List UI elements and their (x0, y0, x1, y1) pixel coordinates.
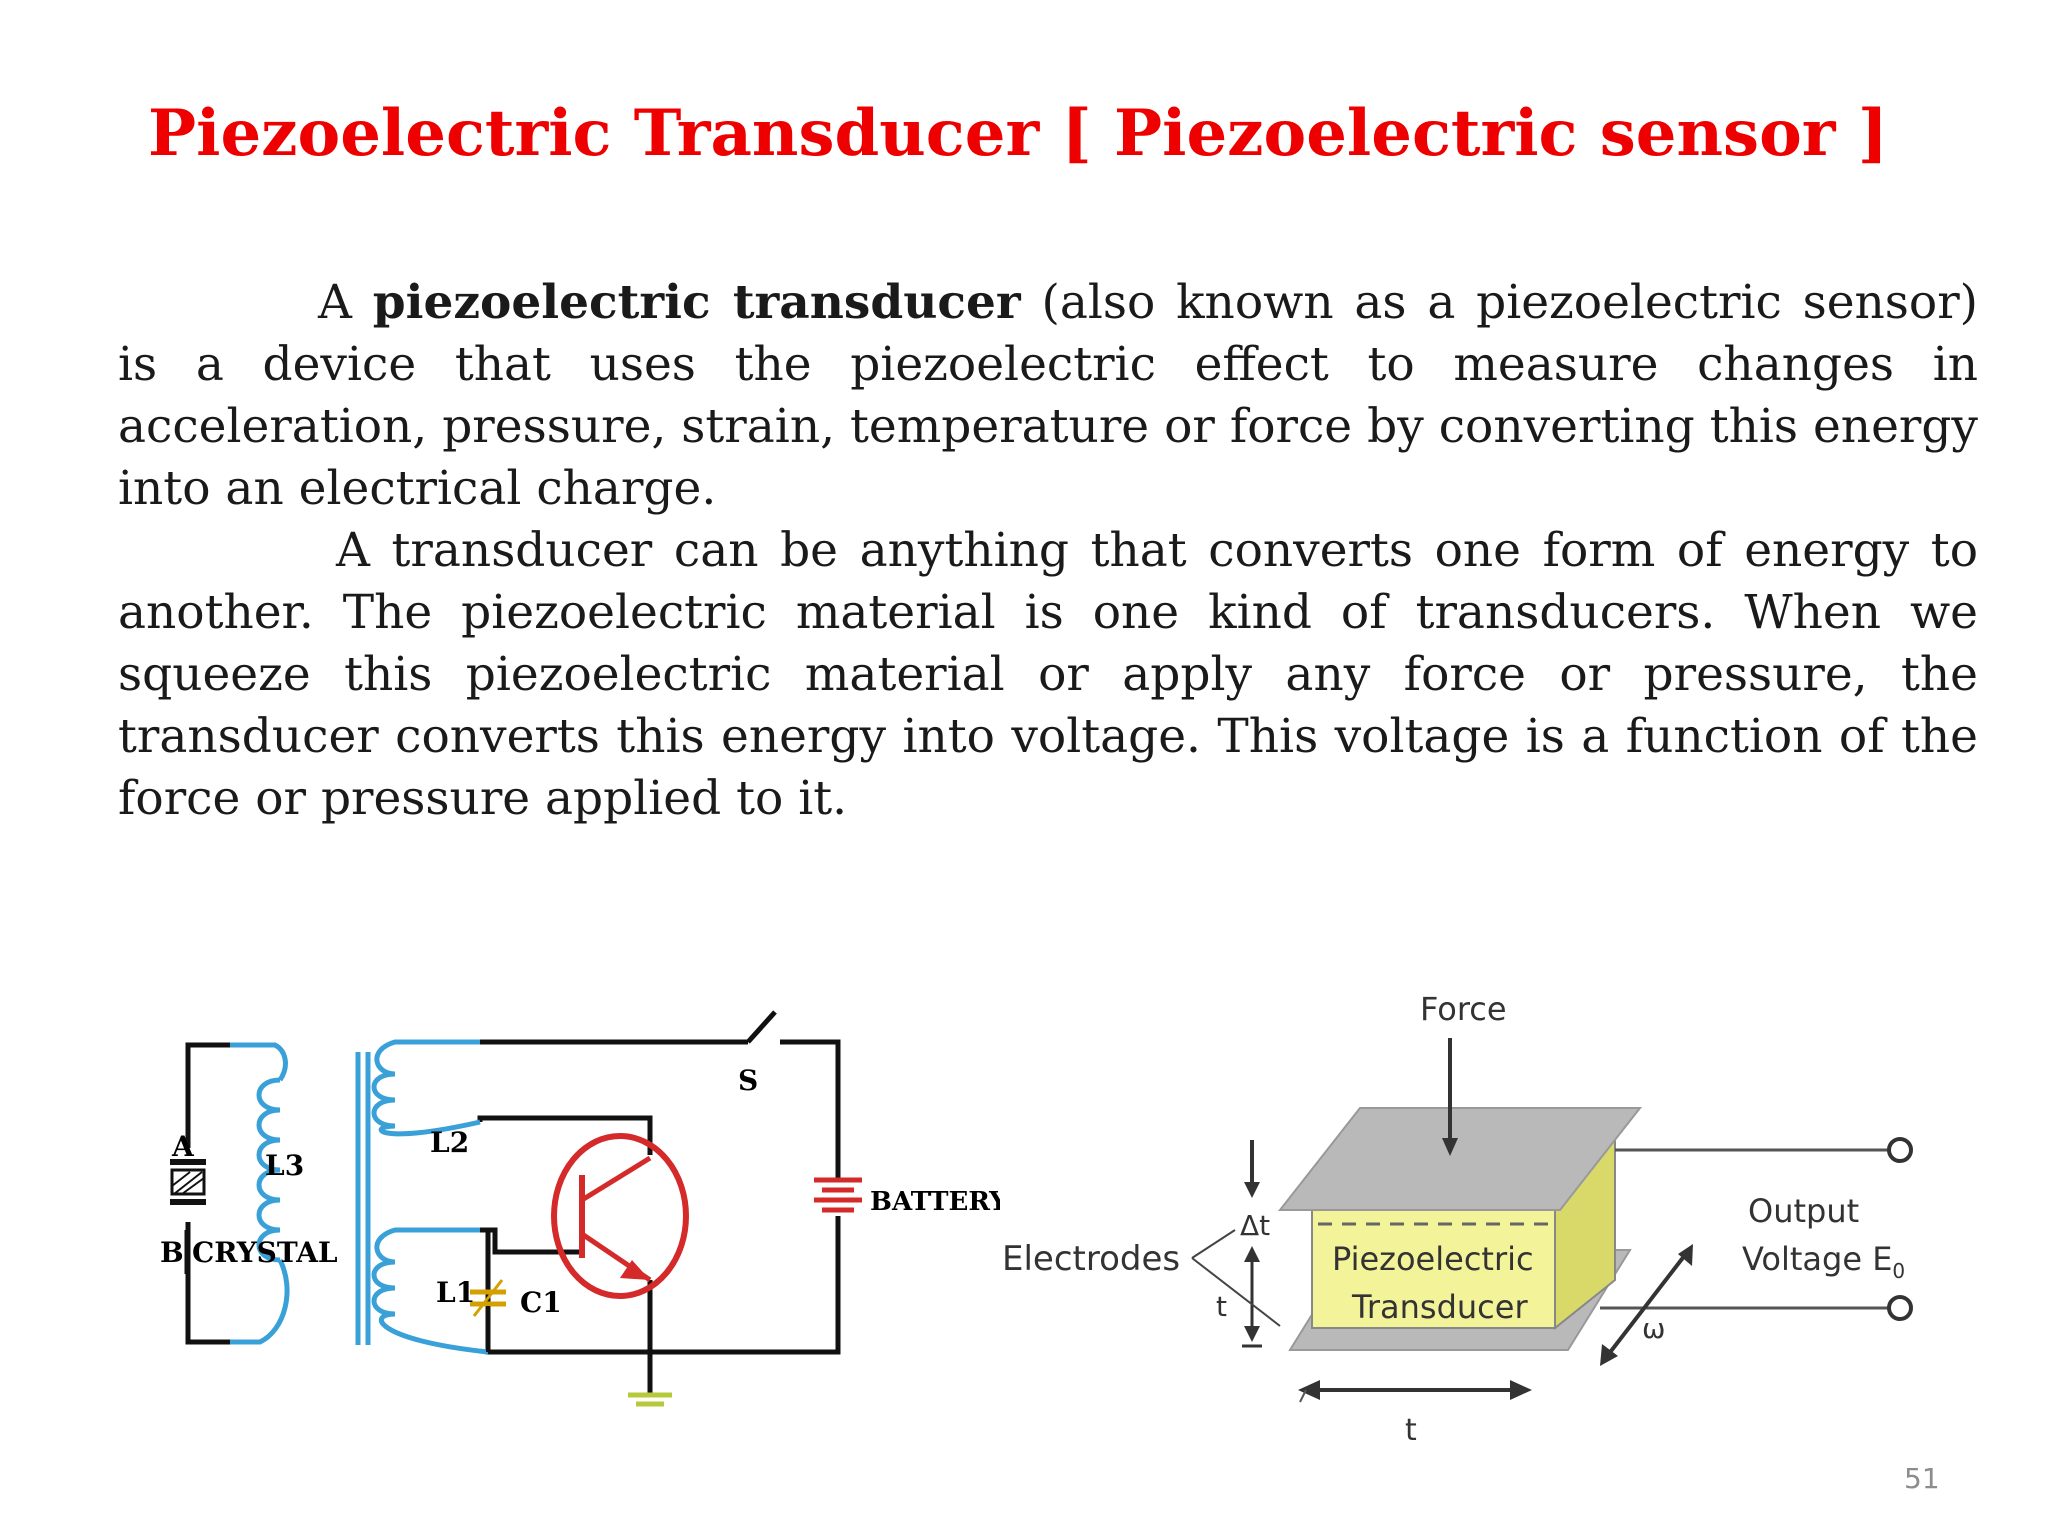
transistor-symbol (551, 1133, 689, 1299)
variable-capacitor-c1 (470, 1260, 506, 1352)
paragraph-explanation: A transducer can be anything that conver… (118, 523, 1978, 826)
label-thickness-t: t (1216, 1290, 1227, 1323)
label-a: A (171, 1130, 195, 1163)
slide-title: Piezoelectric Transducer [ Piezoelectric… (148, 96, 1889, 171)
paragraph-rest: (also known as a piezoelectric sensor) i… (118, 275, 1979, 516)
label-length-t: t (1405, 1413, 1417, 1448)
label-b: B (160, 1236, 184, 1269)
piezoelectric-transducer-diagram: Force Electrodes Δt t t Piezoelectric Tr… (1002, 990, 1913, 1448)
top-electrode-plate (1277, 1107, 1643, 1211)
label-l3: L3 (265, 1149, 304, 1182)
label-material-line1: Piezoelectric (1332, 1240, 1534, 1278)
body-text: A piezoelectric transducer (also known a… (118, 272, 1978, 830)
label-electrodes: Electrodes (1002, 1239, 1180, 1279)
label-crystal: CRYSTAL (192, 1236, 338, 1269)
label-output-voltage: Voltage E (1742, 1240, 1892, 1278)
transformer-coils (230, 1039, 489, 1355)
label-force: Force (1420, 990, 1507, 1028)
label-delta-t: Δt (1240, 1209, 1270, 1242)
label-battery: BATTERY (870, 1187, 1000, 1217)
battery-symbol (814, 1177, 862, 1222)
label-output-subscript: 0 (1892, 1259, 1905, 1283)
paragraph-definition: A piezoelectric transducer (also known a… (118, 272, 1978, 520)
label-l2: L2 (430, 1126, 469, 1159)
label-omega: ω (1642, 1312, 1665, 1345)
label-l1: L1 (436, 1276, 475, 1309)
term-piezoelectric-transducer: piezoelectric transducer (372, 275, 1021, 330)
label-material-line2: Transducer (1351, 1288, 1528, 1326)
paragraph-lead: A (318, 275, 373, 330)
page-number: 51 (1904, 1462, 1940, 1495)
ground-symbol (628, 1392, 672, 1407)
label-output-line1: Output (1748, 1192, 1859, 1230)
circuit-wires (185, 1010, 841, 1395)
crystal-front-face (1311, 1209, 1556, 1329)
crystal-oscillator-circuit-diagram: A B CRYSTAL L3 L2 L1 C1 S BATTERY (160, 1010, 1000, 1407)
label-output-line2: Voltage E0 (1742, 1240, 1905, 1283)
label-c1: C1 (520, 1286, 562, 1319)
label-switch-s: S (738, 1064, 758, 1097)
crystal-element (170, 1159, 206, 1205)
